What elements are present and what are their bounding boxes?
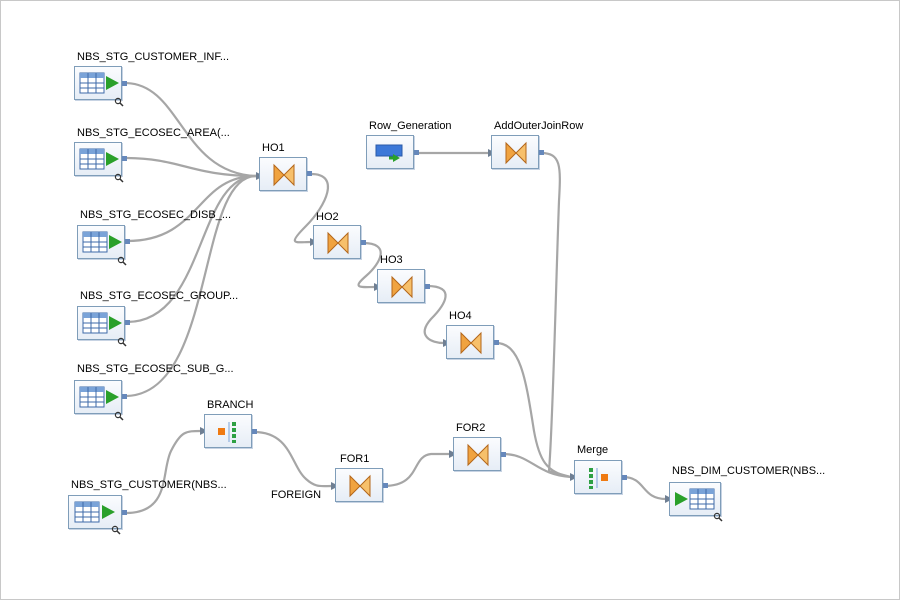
branch-node[interactable]	[204, 414, 252, 448]
link-ho1-ho2[interactable]	[293, 172, 330, 244]
link-addouter-merge[interactable]	[539, 151, 573, 479]
join-node-for2[interactable]	[453, 437, 501, 471]
join-icon	[505, 141, 527, 165]
output-port[interactable]	[501, 452, 506, 457]
join-icon	[273, 163, 295, 187]
link-src1-ho1[interactable]	[123, 81, 258, 178]
table-source-icon	[82, 231, 122, 253]
magnifier-icon[interactable]	[713, 512, 723, 522]
join-label-ho1: HO1	[262, 142, 285, 154]
output-port[interactable]	[122, 394, 127, 399]
source-node-customer-inf[interactable]	[74, 66, 122, 100]
output-port[interactable]	[122, 81, 127, 86]
table-target-icon	[675, 488, 715, 510]
join-icon	[327, 231, 349, 255]
branch-icon	[218, 422, 236, 443]
output-port[interactable]	[361, 240, 366, 245]
join-label-ho4: HO4	[449, 310, 472, 322]
join-icon	[349, 474, 371, 498]
source-node-ecosec-area[interactable]	[74, 142, 122, 176]
merge-icon	[589, 468, 608, 489]
join-node-ho2[interactable]	[313, 225, 361, 259]
source-label-ecosec-disb: NBS_STG_ECOSEC_DISB_...	[80, 209, 231, 221]
source-node-ecosec-group[interactable]	[77, 306, 125, 340]
rowgen-node[interactable]	[366, 135, 414, 169]
join-label-for2: FOR2	[456, 422, 486, 434]
join-node-ho4[interactable]	[446, 325, 494, 359]
join-node-for1[interactable]	[335, 468, 383, 502]
join-icon	[460, 331, 482, 355]
join-label-ho3: HO3	[380, 254, 403, 266]
join-label-for1: FOR1	[340, 453, 370, 465]
table-source-icon	[79, 72, 119, 94]
magnifier-icon[interactable]	[117, 256, 127, 266]
table-source-icon	[79, 148, 119, 170]
output-port[interactable]	[425, 284, 430, 289]
link-for1-for2[interactable]	[382, 452, 452, 488]
link-label-foreign: FOREIGN	[271, 489, 322, 501]
link-merge-target[interactable]	[621, 475, 668, 501]
target-node[interactable]	[669, 482, 721, 516]
magnifier-icon[interactable]	[114, 97, 124, 107]
link-src5-ho1[interactable]	[123, 174, 258, 398]
target-label: NBS_DIM_CUSTOMER(NBS...	[672, 465, 826, 477]
rowgen-label: Row_Generation	[369, 120, 452, 132]
link-ho4-merge[interactable]	[494, 341, 573, 479]
output-port[interactable]	[125, 320, 130, 325]
link-branch-for1[interactable]	[252, 430, 334, 488]
output-port[interactable]	[122, 510, 127, 515]
output-port[interactable]	[252, 429, 257, 434]
magnifier-icon[interactable]	[111, 525, 121, 535]
link-ho3-ho4[interactable]	[423, 284, 447, 345]
link-src4-ho1[interactable]	[125, 174, 258, 324]
join-node-ho3[interactable]	[377, 269, 425, 303]
source-node-customer[interactable]	[68, 495, 122, 529]
merge-node[interactable]	[574, 460, 622, 494]
link-src6-branch[interactable]	[124, 429, 203, 515]
table-source-icon	[74, 501, 115, 523]
addouter-node[interactable]	[491, 135, 539, 169]
magnifier-icon[interactable]	[114, 411, 124, 421]
source-node-ecosec-sub-g[interactable]	[74, 380, 122, 414]
link-src3-ho1[interactable]	[125, 174, 258, 243]
output-port[interactable]	[383, 483, 388, 488]
join-icon	[391, 275, 413, 299]
output-port[interactable]	[494, 340, 499, 345]
output-port[interactable]	[622, 475, 627, 480]
source-label-customer-inf: NBS_STG_CUSTOMER_INF...	[77, 51, 229, 63]
output-port[interactable]	[307, 171, 312, 176]
table-source-icon	[82, 312, 122, 334]
source-label-ecosec-group: NBS_STG_ECOSEC_GROUP...	[80, 290, 239, 302]
magnifier-icon[interactable]	[114, 173, 124, 183]
addouter-label: AddOuterJoinRow	[494, 120, 584, 132]
merge-label: Merge	[577, 444, 609, 456]
output-port[interactable]	[539, 150, 544, 155]
magnifier-icon[interactable]	[117, 337, 127, 347]
join-label-ho2: HO2	[316, 211, 339, 223]
link-src2-ho1[interactable]	[123, 156, 258, 178]
row-generator-icon	[375, 144, 403, 162]
source-node-ecosec-disb[interactable]	[77, 225, 125, 259]
source-label-ecosec-area: NBS_STG_ECOSEC_AREA(...	[77, 127, 230, 139]
join-icon	[467, 443, 489, 467]
source-label-ecosec-sub-g: NBS_STG_ECOSEC_SUB_G...	[77, 363, 234, 375]
output-port[interactable]	[122, 156, 127, 161]
output-port[interactable]	[125, 239, 130, 244]
branch-label: BRANCH	[207, 399, 254, 411]
table-source-icon	[79, 386, 119, 408]
join-node-ho1[interactable]	[259, 157, 307, 191]
output-port[interactable]	[414, 150, 419, 155]
link-ho2-ho3[interactable]	[357, 241, 382, 289]
link-for2-merge[interactable]	[501, 452, 573, 479]
source-label-customer: NBS_STG_CUSTOMER(NBS...	[71, 479, 227, 491]
